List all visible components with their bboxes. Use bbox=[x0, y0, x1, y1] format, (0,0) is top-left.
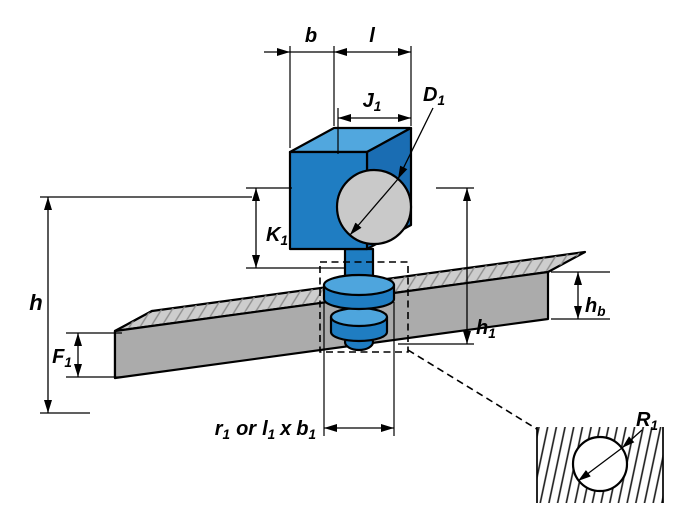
dim-label-l: l bbox=[369, 25, 375, 47]
dim-label-j1: J1 bbox=[363, 90, 382, 114]
dim-label-k1: K1 bbox=[266, 224, 288, 248]
clamp-body bbox=[288, 126, 413, 251]
flange-top bbox=[322, 273, 396, 297]
detail-callout-box bbox=[319, 261, 409, 353]
dim-label-hb: hb bbox=[585, 295, 605, 319]
t-head-disc-top bbox=[329, 306, 389, 328]
detail-view bbox=[536, 427, 664, 503]
dim-label-R1: R1 bbox=[636, 409, 658, 433]
t-bolt-assembly bbox=[322, 247, 396, 352]
detail-callout bbox=[319, 261, 546, 435]
d1-leader-line bbox=[397, 107, 434, 180]
dim-label-h: h bbox=[29, 290, 42, 315]
detail-leader-line bbox=[407, 349, 546, 435]
r1-diameter-line bbox=[577, 447, 623, 482]
dim-label-b: b bbox=[305, 25, 317, 47]
dim-label-d1: D1 bbox=[423, 84, 445, 108]
dimensions: b l J1 D1 K1 h F1 h1 hb bbox=[29, 25, 658, 442]
dim-label-f1: F1 bbox=[52, 346, 72, 370]
dim-label-h1: h1 bbox=[476, 317, 496, 341]
r1-leader-line bbox=[621, 429, 643, 449]
d1-diameter-line bbox=[349, 178, 399, 236]
